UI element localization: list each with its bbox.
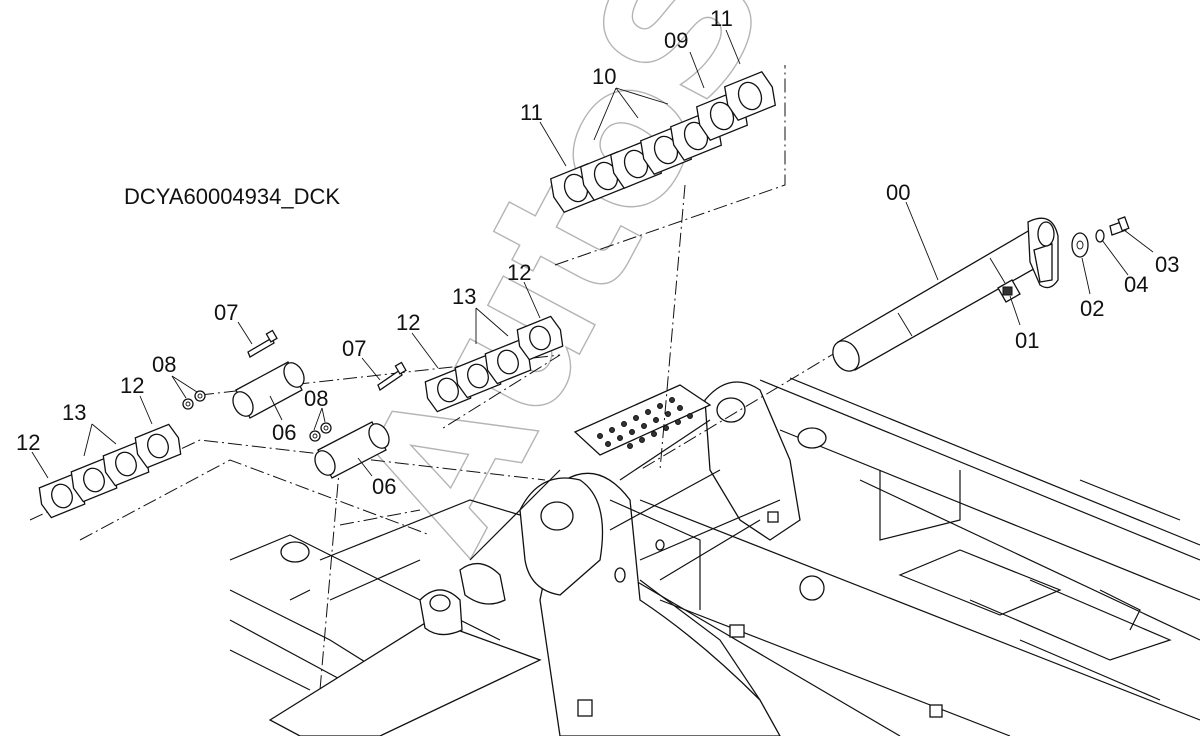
callout-08-right: 08 bbox=[304, 386, 328, 411]
shim-stack-left bbox=[38, 423, 182, 519]
callout-02: 02 bbox=[1080, 296, 1104, 321]
part-06-pin-right bbox=[314, 421, 390, 479]
callout-06-right: 06 bbox=[372, 474, 396, 499]
part-03-bolt bbox=[1109, 216, 1130, 236]
part-02-washer bbox=[1071, 232, 1089, 258]
leader-lines bbox=[31, 29, 1154, 479]
watermark: AutoSoft bbox=[314, 0, 954, 582]
callout-12-left-top: 12 bbox=[120, 373, 144, 398]
callout-03: 03 bbox=[1155, 252, 1179, 277]
diagram-code-label: DCYA60004934_DCK bbox=[124, 184, 341, 209]
callout-07-left: 07 bbox=[214, 300, 238, 325]
callout-13-left: 13 bbox=[62, 400, 86, 425]
machine-frame bbox=[229, 377, 1200, 736]
shim-stack-upper bbox=[549, 71, 777, 213]
part-08-nuts-left bbox=[182, 390, 206, 410]
part-08-nuts-right bbox=[309, 422, 332, 442]
watermark-text: AutoSoft bbox=[315, 0, 954, 581]
part-07-bolt-right bbox=[377, 361, 407, 391]
callout-12-mid: 12 bbox=[396, 310, 420, 335]
part-07-bolt-left bbox=[247, 329, 278, 358]
callout-09: 09 bbox=[664, 28, 688, 53]
callout-13-mid: 13 bbox=[452, 284, 476, 309]
step-holes bbox=[597, 397, 693, 449]
callout-labels: 00 01 02 03 04 06 06 07 07 08 08 09 10 1… bbox=[16, 6, 1179, 499]
assembly-lines bbox=[29, 65, 841, 691]
part-06-pin-left bbox=[232, 361, 305, 419]
callout-12-left: 12 bbox=[16, 430, 40, 455]
callout-11-left: 11 bbox=[520, 100, 543, 125]
callout-11-top: 11 bbox=[710, 6, 733, 31]
callout-08-left: 08 bbox=[152, 352, 176, 377]
callout-06-left: 06 bbox=[272, 420, 296, 445]
callout-00: 00 bbox=[886, 180, 910, 205]
part-04-spring-washer bbox=[1095, 229, 1105, 243]
callout-07-right: 07 bbox=[342, 336, 366, 361]
callout-04: 04 bbox=[1124, 272, 1148, 297]
part-00-main-pin bbox=[832, 217, 1059, 372]
callout-10: 10 bbox=[592, 64, 616, 89]
shim-stack-middle bbox=[424, 315, 564, 413]
callout-12-mid-top: 12 bbox=[507, 260, 531, 285]
callout-01: 01 bbox=[1015, 328, 1039, 353]
part-01-lock-plate bbox=[997, 279, 1021, 303]
